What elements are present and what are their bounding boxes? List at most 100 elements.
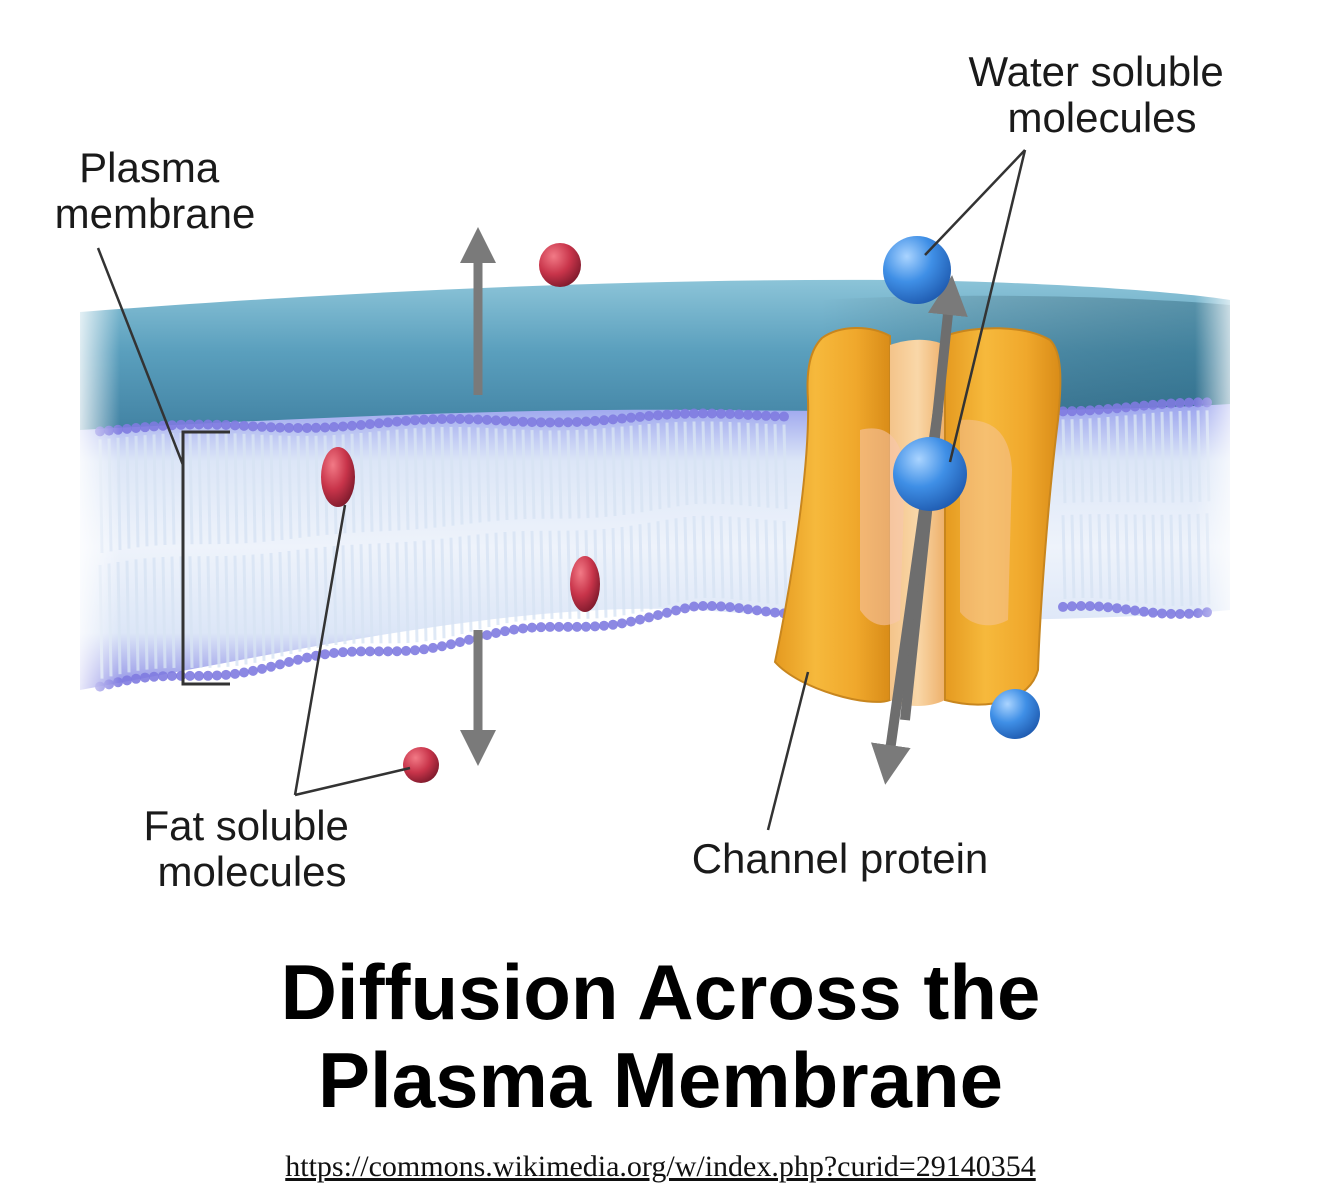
lipid-tail — [539, 530, 545, 620]
lipid-tail — [368, 543, 374, 644]
lipid-tail — [296, 549, 302, 652]
lipid-head — [572, 416, 582, 427]
lipid-tail — [476, 427, 482, 523]
lipid-head — [1112, 403, 1122, 414]
lipid-head — [644, 410, 654, 421]
lipid-head — [1121, 604, 1131, 615]
lipid-tail — [530, 430, 536, 519]
lipid-head — [1121, 402, 1131, 413]
lipid-head — [338, 421, 348, 432]
lipid-head — [1067, 601, 1077, 612]
lipid-tail — [494, 428, 500, 521]
lipid-tail — [458, 426, 464, 525]
lipid-head — [1067, 406, 1077, 417]
lipid-head — [716, 408, 726, 419]
lipid-head — [455, 414, 465, 425]
lipid-head — [662, 409, 672, 420]
lipid-tail — [1178, 410, 1184, 503]
lipid-head — [266, 422, 276, 433]
lipid-head — [626, 616, 636, 627]
lipid-head — [599, 415, 609, 426]
lipid-tail — [314, 435, 320, 536]
lipid-head — [581, 416, 591, 427]
lipid-head — [140, 672, 150, 683]
lipid-tail — [548, 430, 554, 519]
lipid-head — [1184, 397, 1194, 408]
lipid-tail — [530, 530, 536, 620]
lipid-head — [410, 645, 420, 656]
lipid-tail — [251, 434, 257, 543]
lipid-tail — [737, 422, 743, 506]
lipid-head — [356, 419, 366, 430]
lipid-tail — [764, 423, 770, 508]
lipid-tail — [710, 515, 716, 599]
lipid-tail — [566, 530, 572, 619]
lipid-head — [725, 602, 735, 613]
lipid-head — [590, 415, 600, 426]
lipid-tail — [719, 516, 725, 599]
lipid-tail — [206, 556, 212, 668]
lipid-tail — [575, 429, 581, 519]
lipid-tail — [728, 516, 734, 600]
left-edge-fade — [70, 290, 120, 700]
lipid-tail — [512, 531, 518, 622]
leader-water-2 — [948, 149, 1027, 463]
lipid-head — [410, 415, 420, 426]
lipid-tail — [638, 424, 644, 513]
lipid-tail — [449, 537, 455, 637]
lipid-tail — [701, 515, 707, 599]
diagram-title: Diffusion Across the Plasma Membrane — [0, 948, 1321, 1124]
lipid-tail — [512, 429, 518, 520]
lipid-tail — [503, 428, 509, 521]
title-line-2: Plasma Membrane — [318, 1036, 1003, 1124]
lipid-head — [140, 422, 150, 433]
lipid-head — [734, 409, 744, 420]
lipid-tail — [296, 435, 302, 538]
lipid-tail — [737, 517, 743, 601]
lipid-tail — [692, 515, 698, 599]
lipid-tail — [683, 421, 689, 506]
lipid-tail — [314, 547, 320, 648]
lipid-head — [293, 422, 303, 433]
lipid-head — [680, 603, 690, 614]
lipid-tail — [665, 519, 671, 605]
lipid-head — [455, 637, 465, 648]
lipid-tail — [305, 548, 311, 650]
lipid-tail — [1133, 514, 1139, 603]
leader-channel-protein — [766, 671, 810, 831]
lipid-tail — [422, 540, 428, 642]
lipid-tail — [404, 428, 410, 530]
lipid-tail — [755, 518, 761, 603]
fat-molecule — [321, 447, 355, 507]
lipid-head — [122, 423, 132, 434]
source-link[interactable]: https://commons.wikimedia.org/w/index.ph… — [285, 1150, 1036, 1183]
lipid-tail — [206, 432, 212, 545]
channel-protein — [773, 327, 1062, 706]
lipid-head — [446, 413, 456, 424]
lipid-tail — [1142, 514, 1148, 604]
water-molecule — [893, 437, 967, 511]
lipid-tail — [197, 432, 203, 545]
lipid-head — [212, 670, 222, 681]
lipid-head — [491, 627, 501, 638]
lipid-head — [1085, 405, 1095, 416]
lipid-tail — [413, 541, 419, 643]
label-water-soluble-molecules: Water soluble molecules — [969, 48, 1236, 141]
lipid-head — [1175, 397, 1185, 408]
lipid-tail — [1187, 410, 1193, 503]
lipid-head — [752, 410, 762, 421]
lipid-head — [644, 612, 654, 623]
lipid-tail — [287, 550, 293, 655]
lipid-head — [563, 621, 573, 632]
lipid-tail — [1115, 416, 1121, 503]
lipid-head — [761, 606, 771, 617]
lipid-tail — [692, 421, 698, 505]
lipid-tail — [467, 427, 473, 524]
lipid-head — [248, 665, 258, 676]
lipid-tail — [728, 421, 734, 505]
lipid-tail — [629, 425, 635, 514]
lipid-head — [1058, 406, 1068, 417]
lipid-head — [194, 670, 204, 681]
lipid-head — [554, 621, 564, 632]
lipid-head — [509, 416, 519, 427]
